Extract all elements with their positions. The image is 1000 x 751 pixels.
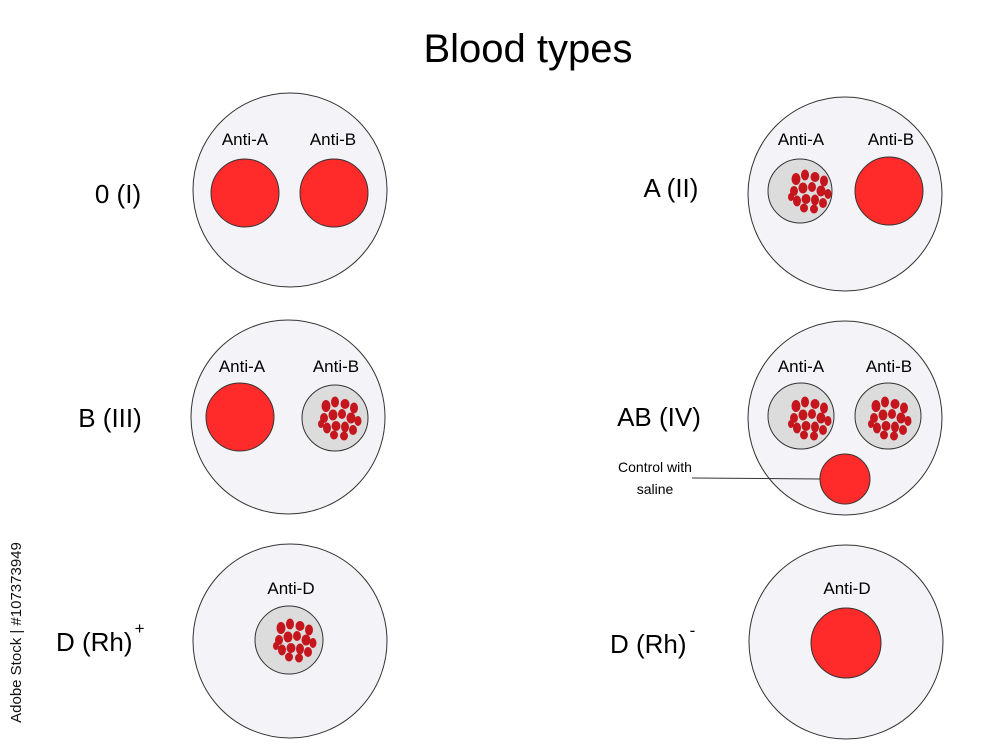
reagent-label-anti-a: Anti-A — [778, 130, 825, 149]
stock-id-text: Adobe Stock | #107373949 — [7, 542, 25, 723]
reagent-label-anti-a: Anti-A — [222, 130, 269, 149]
well-control-saline — [819, 453, 871, 505]
reagent-label-anti-a: Anti-A — [778, 357, 825, 376]
reagent-label-anti-a: Anti-A — [219, 357, 266, 376]
stock-id-watermark: Adobe Stock | #107373949 — [4, 520, 28, 745]
control-label-line1: Control with — [618, 459, 692, 475]
control-leader-line — [691, 477, 821, 480]
rh-positive-sign: + — [135, 619, 145, 638]
group-label-rh-positive: D (Rh)+ — [56, 619, 145, 657]
control-label-line2: saline — [637, 481, 674, 497]
test-plate-a — [747, 96, 943, 292]
group-label-a: A (II) — [644, 173, 699, 203]
test-plate-b — [190, 319, 386, 515]
reagent-label-anti-d: Anti-D — [823, 579, 870, 598]
well-no-agglutination — [205, 382, 275, 452]
reagent-label-anti-b: Anti-B — [866, 357, 912, 376]
reagent-label-anti-b: Anti-B — [313, 357, 359, 376]
well-no-agglutination — [299, 158, 369, 228]
group-label-b: B (III) — [78, 403, 142, 433]
group-label-ab: AB (IV) — [617, 402, 701, 432]
reagent-label-anti-b: Anti-B — [310, 130, 356, 149]
test-plate-ab — [747, 320, 943, 516]
diagram-title: Blood types — [423, 27, 632, 71]
test-plate-o — [192, 92, 388, 288]
well-no-agglutination — [854, 156, 924, 226]
well-no-agglutination — [210, 158, 280, 228]
well-no-agglutination — [810, 607, 882, 679]
group-label-o: 0 (I) — [95, 179, 141, 209]
reagent-label-anti-b: Anti-B — [868, 130, 914, 149]
rh-negative-sign: - — [690, 621, 696, 640]
well-agglutinated — [854, 382, 922, 450]
reagent-label-anti-d: Anti-D — [267, 579, 314, 598]
group-label-rh-negative: D (Rh)- — [610, 621, 695, 659]
